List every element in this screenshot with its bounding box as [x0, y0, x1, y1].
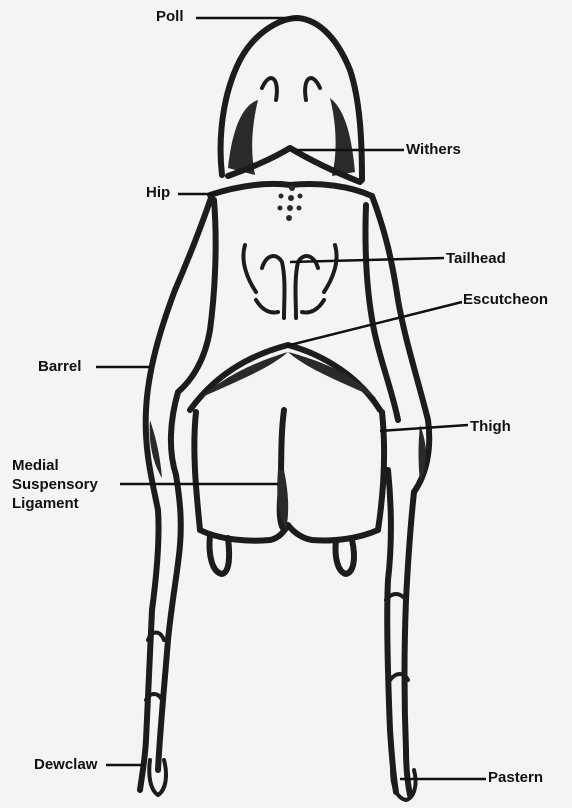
label-medial-suspensory-ligament: Medial Suspensory Ligament: [12, 456, 132, 513]
head-outline: [221, 18, 362, 182]
leader-thigh: [380, 425, 468, 431]
label-medial-line-2: Suspensory: [12, 475, 132, 494]
rump-outline: [210, 184, 372, 318]
label-withers: Withers: [406, 141, 461, 159]
label-thigh: Thigh: [470, 418, 511, 436]
label-medial-line-3: Ligament: [12, 494, 132, 513]
label-medial-line-1: Medial: [12, 456, 132, 475]
right-side-outline: [365, 196, 429, 800]
left-side-outline: [140, 195, 216, 795]
label-hip: Hip: [146, 184, 170, 202]
label-barrel: Barrel: [38, 358, 81, 376]
udder-outline: [190, 345, 384, 574]
label-tailhead: Tailhead: [446, 250, 506, 268]
leader-lines: [96, 18, 486, 779]
label-escutcheon: Escutcheon: [463, 291, 548, 309]
label-dewclaw: Dewclaw: [34, 756, 97, 774]
label-pastern: Pastern: [488, 769, 543, 787]
label-poll: Poll: [156, 8, 184, 26]
